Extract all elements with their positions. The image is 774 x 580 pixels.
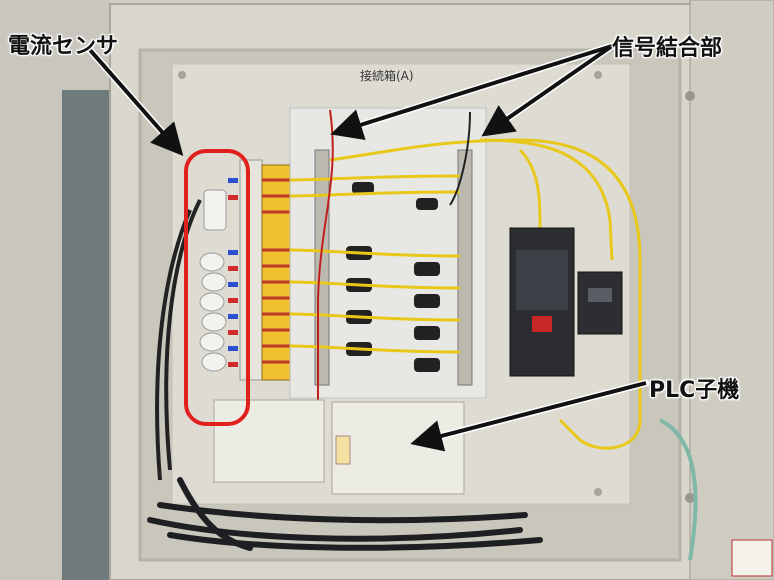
junction-box-nameplate: 接続箱(A): [360, 69, 414, 83]
arrow-signal-coupler-right: [481, 44, 614, 137]
terminal-strip-right: [457, 149, 473, 386]
cable-bundle: [147, 477, 543, 551]
signal-coupling-wire: [449, 111, 471, 206]
door-label-sticker: [731, 539, 773, 577]
terminal-block-stripes: [262, 178, 290, 364]
power-module-display: [588, 288, 612, 302]
signal-coupler-label: 信号結合部: [612, 36, 723, 61]
current-sensor-clamps: [199, 189, 227, 372]
green-hose: [659, 418, 698, 561]
plc-slave-tag: [335, 435, 351, 465]
plc-slave-unit: [331, 401, 465, 495]
ferrite-cores: [346, 182, 440, 372]
cabinet-door: [689, 0, 774, 580]
current-sensor-label: 電流センサ: [8, 34, 119, 59]
screw: [594, 488, 602, 496]
left-cables: [155, 199, 202, 481]
breaker-label-panel: [516, 250, 568, 310]
door-hinge: [685, 493, 695, 503]
current-sensor-highlight: [184, 149, 250, 426]
wire-connectors: [228, 178, 238, 367]
arrow-signal-coupler-left: [330, 44, 613, 141]
plc-slave-label: PLC子機: [649, 378, 740, 403]
enclosure-box-left: [213, 399, 325, 483]
arrow-current-sensor: [88, 48, 184, 157]
yellow-wires: [289, 138, 642, 450]
breaker-switch: [532, 316, 552, 332]
terminal-rail: [239, 159, 263, 381]
power-module: [577, 271, 623, 335]
door-hinge: [685, 91, 695, 101]
screw: [178, 71, 186, 79]
terminal-block-column: [261, 164, 291, 381]
arrow-plc-slave: [410, 381, 647, 452]
screw: [594, 71, 602, 79]
